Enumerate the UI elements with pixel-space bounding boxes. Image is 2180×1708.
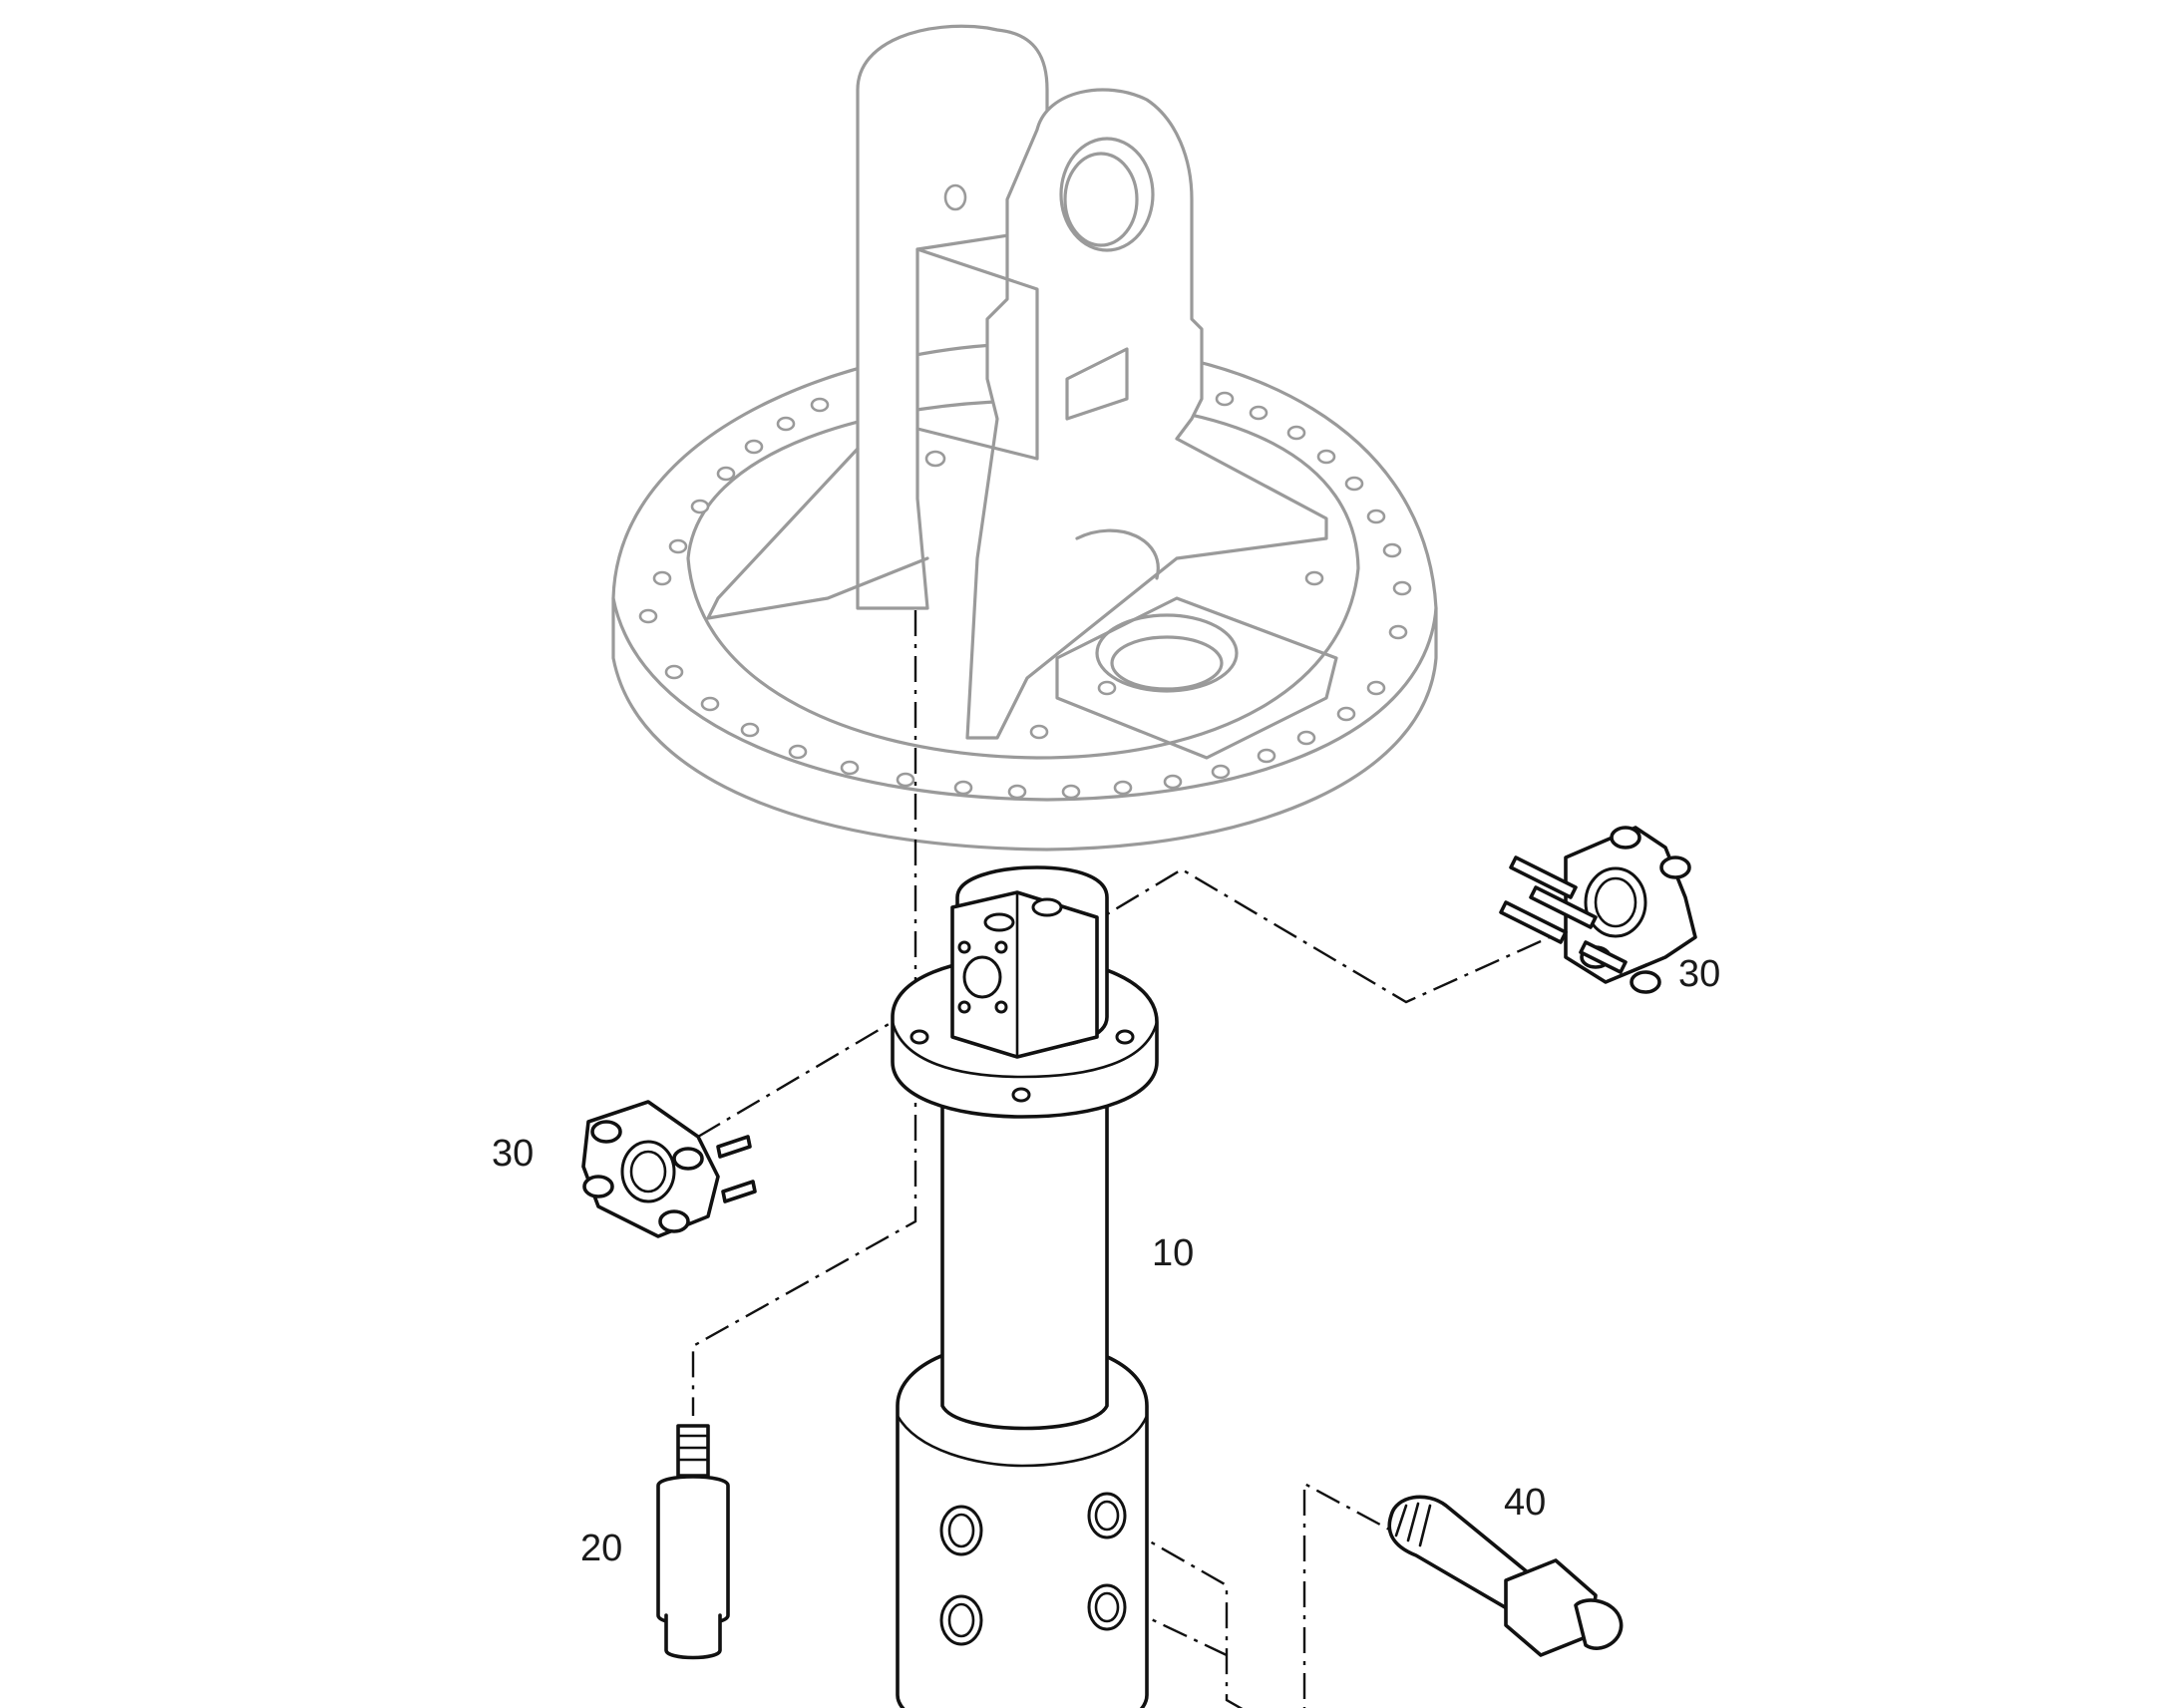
fitting-40-drawing (1387, 1495, 1624, 1657)
leader-right-clamp (1076, 867, 1562, 1004)
callout-20: 20 (580, 1528, 623, 1569)
port-hole-4 (1087, 1583, 1127, 1631)
port-hole-2 (1087, 1492, 1127, 1539)
callout-30-right: 30 (1678, 953, 1721, 995)
callout-30-left: 30 (492, 1133, 535, 1175)
rotary-joint-drawing (891, 865, 1159, 1708)
turntable-bracket-ghost (611, 24, 1438, 852)
fitting-20-drawing (656, 1424, 730, 1660)
port-hole-3 (939, 1594, 983, 1646)
leader-port-40 (1121, 1524, 1244, 1708)
joint-shaft-tube (940, 1105, 1109, 1431)
center-bore (1095, 613, 1239, 693)
bearing-ring-top-edge (611, 596, 1438, 802)
ring-bolt-holes (638, 391, 1412, 800)
leader-left-clamp (697, 1005, 918, 1139)
bracket-right-cheek (965, 88, 1328, 740)
base-plate (1055, 596, 1338, 760)
callout-40: 40 (1504, 1482, 1547, 1524)
callout-10: 10 (1152, 1232, 1195, 1274)
port-hole-1 (939, 1505, 983, 1556)
flange-clamp-right-drawing (1499, 826, 1697, 994)
leader-center-axis (691, 610, 917, 1416)
pin-bore (1059, 137, 1155, 252)
flange-clamp-left-drawing (581, 1100, 757, 1238)
block-port (962, 955, 1002, 999)
